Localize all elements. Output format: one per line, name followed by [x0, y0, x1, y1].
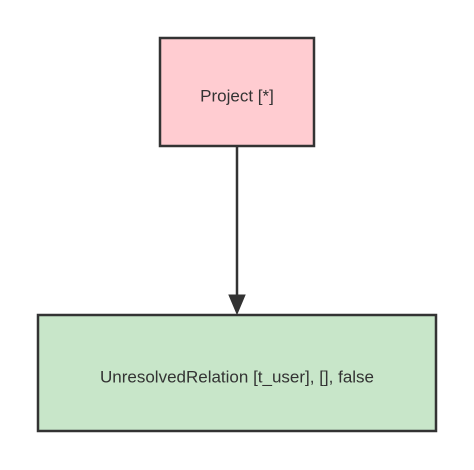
project-to-unresolved-edge: [228, 146, 246, 316]
project-node-box: [158, 36, 316, 148]
unresolved-relation-node-box: [36, 313, 438, 433]
arrowhead-icon: [228, 294, 246, 316]
unresolved-relation-node[interactable]: UnresolvedRelation [t_user], [], false: [36, 313, 438, 433]
unresolved-relation-node-label: UnresolvedRelation [t_user], [], false: [100, 367, 374, 386]
project-node[interactable]: Project [*]: [158, 36, 316, 148]
project-node-label: Project [*]: [200, 86, 274, 105]
